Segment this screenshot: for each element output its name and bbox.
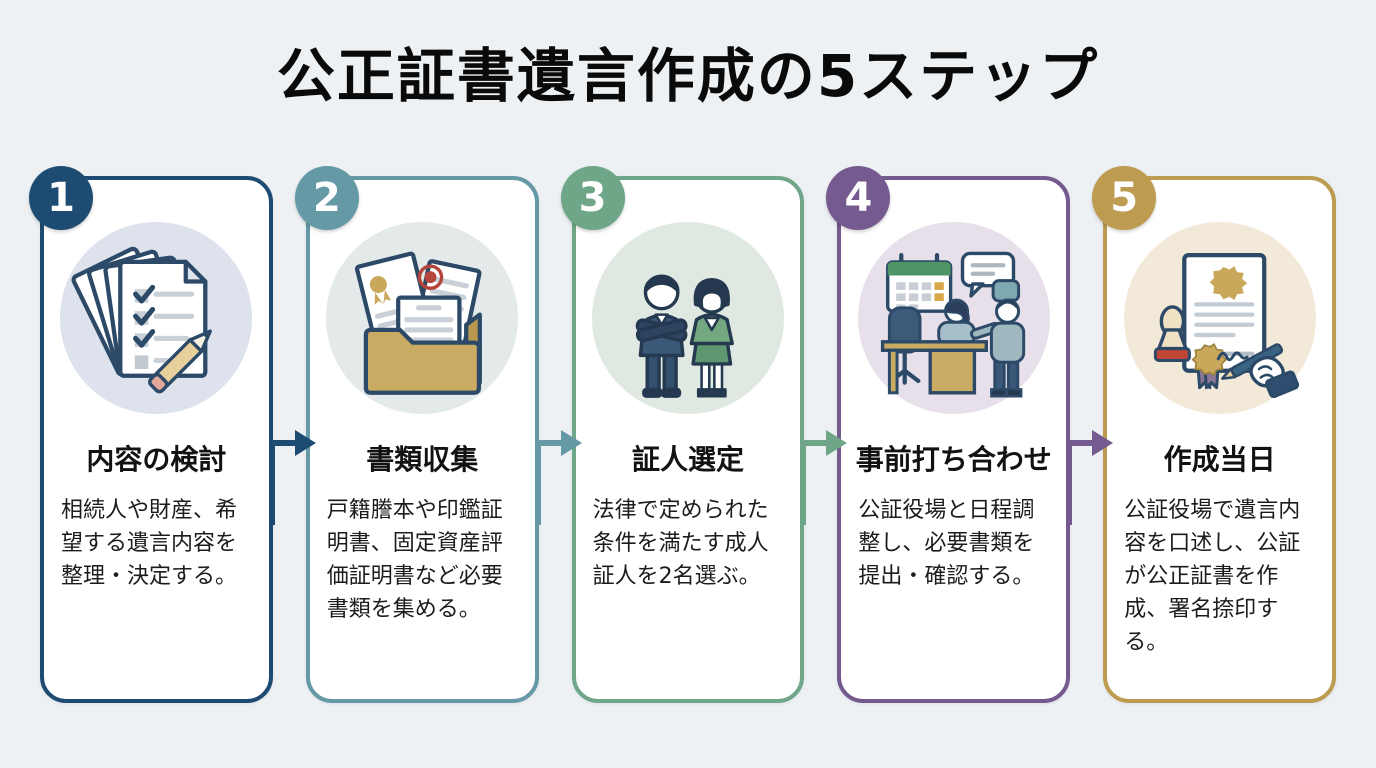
step-number: 4 bbox=[844, 174, 873, 221]
two-witnesses-icon bbox=[635, 274, 734, 398]
step-icon-circle-1 bbox=[60, 221, 253, 414]
step-title: 証人選定 bbox=[631, 442, 744, 476]
step-card-1: 1 bbox=[29, 165, 273, 703]
step-number: 1 bbox=[47, 174, 75, 221]
step-icon-circle-5 bbox=[1123, 221, 1316, 414]
step-card-4: 4 bbox=[826, 165, 1071, 703]
step-description: 公証役場と日程調整し、必要書類を提出・確認する。 bbox=[858, 497, 1035, 589]
step-card-2: 2 bbox=[294, 165, 539, 703]
step-icon-circle-2 bbox=[326, 221, 519, 414]
step-number: 2 bbox=[312, 174, 341, 221]
step-badge-4: 4 bbox=[826, 165, 891, 230]
checklist-pencil-icon bbox=[71, 246, 213, 393]
step-arrow-4-icon bbox=[1066, 429, 1113, 525]
meeting-discussion-icon bbox=[880, 251, 1025, 398]
step-badge-5: 5 bbox=[1092, 165, 1157, 230]
step-description: 法律で定められた条件を満たす成人証人を2名選ぶ。 bbox=[592, 497, 769, 589]
folder-documents-icon bbox=[355, 251, 483, 395]
step-card-5: 5 bbox=[1092, 165, 1336, 703]
step-description: 公証役場で遺言内容を口述し、公証が公正証書を作成、署名捺印する。 bbox=[1124, 497, 1301, 655]
page-title: 公正証書遺言作成の5ステップ bbox=[276, 42, 1100, 110]
step-badge-1: 1 bbox=[29, 165, 93, 230]
step-arrow-3-icon bbox=[800, 429, 847, 525]
steps-row: 1 bbox=[29, 165, 1336, 703]
step-title: 書類収集 bbox=[366, 442, 479, 476]
step-number: 3 bbox=[578, 174, 607, 221]
step-card-3: 3 bbox=[560, 165, 805, 703]
step-title: 事前打ち合わせ bbox=[855, 442, 1052, 476]
step-arrow-1-icon bbox=[269, 429, 316, 525]
step-number: 5 bbox=[1110, 174, 1139, 221]
step-title: 作成当日 bbox=[1163, 442, 1276, 476]
step-description: 戸籍謄本や印鑑証明書、固定資産評価証明書など必要書類を集める。 bbox=[326, 497, 503, 622]
step-icon-circle-3 bbox=[591, 221, 784, 414]
step-title: 内容の検討 bbox=[86, 442, 227, 476]
step-badge-2: 2 bbox=[294, 165, 359, 230]
step-icon-circle-4 bbox=[857, 221, 1050, 414]
step-badge-3: 3 bbox=[560, 165, 625, 230]
step-arrow-2-icon bbox=[535, 429, 582, 525]
certificate-signing-icon bbox=[1153, 252, 1299, 398]
step-description: 相続人や財産、希望する遺言内容を整理・決定する。 bbox=[61, 497, 238, 589]
